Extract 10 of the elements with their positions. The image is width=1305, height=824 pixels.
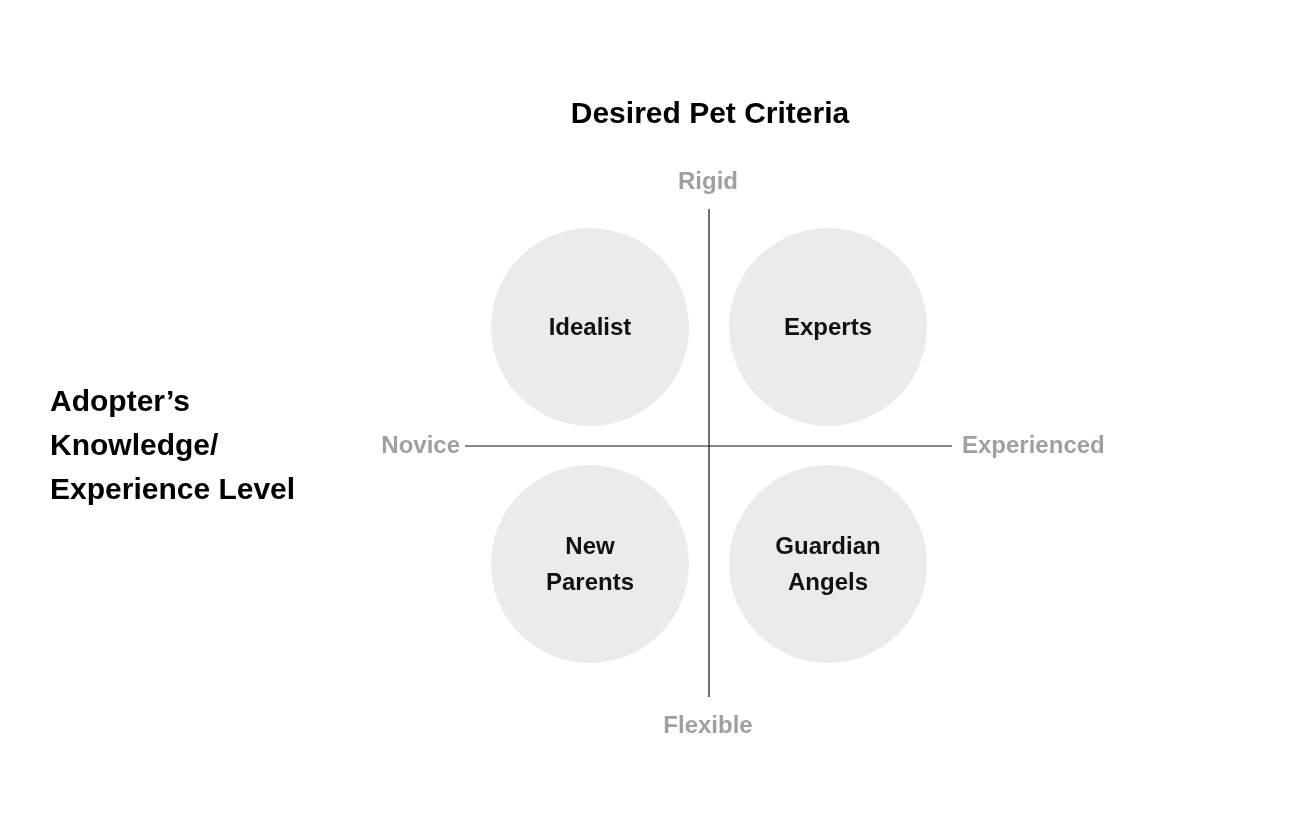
axis-end-label: Flexible [662, 710, 754, 740]
quadrant-label: Experts [782, 312, 873, 342]
axis-title: Adopter’s Knowledge/ Experience Level [50, 383, 297, 507]
quadrant-label: Idealist [547, 312, 633, 342]
axis-end-label: Rigid [677, 166, 739, 196]
chart-title: Desired Pet Criteria [569, 95, 851, 131]
axis-end-label: Novice [380, 430, 460, 460]
quadrant-label: New Parents [544, 531, 635, 597]
axis-end-label: Experienced [962, 430, 1106, 460]
quadrant-label: Guardian Angels [774, 531, 882, 597]
